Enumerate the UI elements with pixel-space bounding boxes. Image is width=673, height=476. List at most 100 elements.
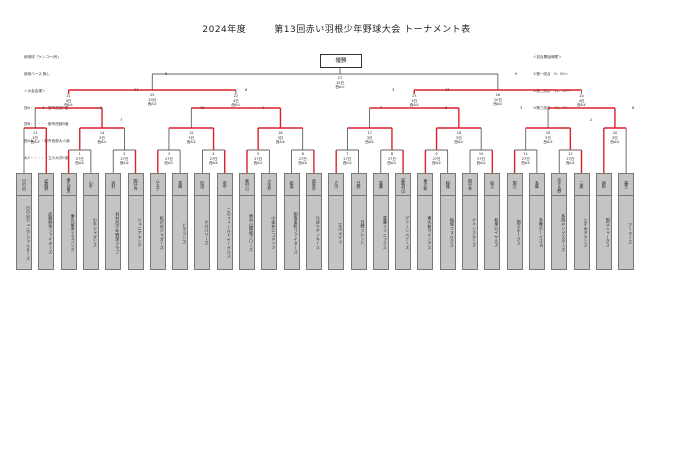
- note-line: ＜試合開始時間＞: [533, 55, 562, 60]
- team-card: 国立国立ホークス: [506, 173, 523, 270]
- score-mark: 3: [392, 88, 395, 92]
- team-area: 町田: [200, 181, 206, 189]
- game-field: 西A①: [409, 103, 419, 108]
- divider: [329, 195, 344, 196]
- game-field: 西A①: [454, 140, 464, 145]
- team-name: 日の出ジュニアファイターズ: [26, 205, 31, 261]
- game-date: 4日: [65, 98, 72, 103]
- team-area: 稲城: [445, 181, 451, 189]
- game-date: 27日: [521, 156, 530, 161]
- team-name: ひばりヤンキース: [315, 216, 321, 250]
- team-area: 東久留米: [66, 177, 72, 193]
- divider: [284, 195, 299, 196]
- score-mark: 6: [245, 88, 248, 92]
- team-name: 羽村西少年野球クラブ: [115, 212, 121, 254]
- team-area: 府中: [222, 181, 228, 189]
- game-date: 27日: [75, 156, 84, 161]
- game-date: 10日: [148, 97, 157, 102]
- game-num: 6: [301, 152, 304, 156]
- game-date: 27日: [432, 156, 441, 161]
- game-field: 西A①: [521, 161, 531, 166]
- team-card: 羽村羽村西少年野球クラブ: [105, 173, 122, 270]
- team-name: 東久留米ドラゴンズ: [70, 214, 76, 252]
- game-field: 西A①: [387, 161, 397, 166]
- team-area: 東村山: [245, 179, 250, 191]
- team-name: ドラゴンズ: [182, 222, 188, 244]
- team-card: 町田小川パワーズ: [194, 173, 211, 270]
- game-date: 27日: [254, 156, 263, 161]
- divider: [150, 195, 165, 196]
- score-mark: 11: [134, 88, 139, 92]
- divider: [507, 195, 522, 196]
- game-num: 9: [435, 152, 438, 156]
- title-name: 第13回赤い羽根少年野球大会 トーナメント表: [274, 25, 471, 35]
- note-line: 使用ベース 無し: [24, 71, 51, 76]
- game-date: 3日: [455, 135, 462, 140]
- team-name: 小平ジャガーズ: [92, 218, 98, 248]
- team-card: 東村山東村山錦城フローズ: [239, 173, 255, 270]
- game-field: 西A①: [253, 161, 263, 166]
- team-card: 東久留米東久留米ドラゴンズ: [60, 173, 77, 270]
- team-area: 武蔵村山: [401, 177, 407, 193]
- score-mark: 13: [445, 88, 450, 92]
- divider: [240, 195, 254, 196]
- game-date: 3日: [99, 135, 105, 140]
- divider: [373, 195, 388, 196]
- game-date: 27日: [477, 156, 486, 161]
- game-num: 15: [189, 131, 194, 135]
- team-card: 昭島昭島東町ファイターズ: [283, 173, 300, 270]
- divider: [396, 195, 411, 196]
- score-mark: 8: [632, 106, 635, 110]
- team-name: 日野フレンド: [360, 220, 366, 246]
- game-field: 西A①: [147, 102, 157, 107]
- game-field: 西A②: [275, 140, 285, 145]
- team-area: 青梅: [178, 181, 184, 189]
- game-date: 27日: [164, 156, 173, 161]
- team-card: 武蔵村山グリーンベアーズ: [395, 173, 412, 270]
- team-name: 国立ホークス: [516, 220, 522, 246]
- game-num: 14: [99, 131, 105, 135]
- team-area: 狛江: [490, 181, 496, 189]
- game-num: 16: [278, 131, 283, 135]
- game-num: 17: [367, 131, 372, 135]
- divider: [485, 195, 500, 196]
- final-num: 27: [337, 76, 343, 80]
- game-field: 西A①: [64, 103, 74, 108]
- game-date: 27日: [209, 156, 218, 161]
- team-name: 武蔵野市ファイターズ: [48, 212, 54, 254]
- team-card: 清瀬清瀬フェニックス: [372, 173, 389, 270]
- team-name: 和泉ロイヤルズ: [494, 218, 500, 248]
- game-num: 3: [167, 152, 171, 156]
- team-area: 国分寺: [133, 179, 139, 191]
- team-card: 八王子松が谷ジャガーズ: [149, 173, 166, 270]
- divider: [619, 195, 634, 196]
- score-mark: 7: [120, 118, 123, 122]
- team-card: 狛江和泉ロイヤルズ: [484, 173, 501, 270]
- team-name: アーマーズ: [628, 222, 634, 244]
- note-line: 使用球「ケンコーJ号」: [24, 55, 61, 60]
- team-card: 国分寺ジュニアキング: [127, 173, 144, 270]
- score-mark: 9: [515, 72, 518, 76]
- divider: [39, 195, 54, 196]
- game-num: 12: [568, 152, 573, 156]
- game-date: 27日: [566, 156, 575, 161]
